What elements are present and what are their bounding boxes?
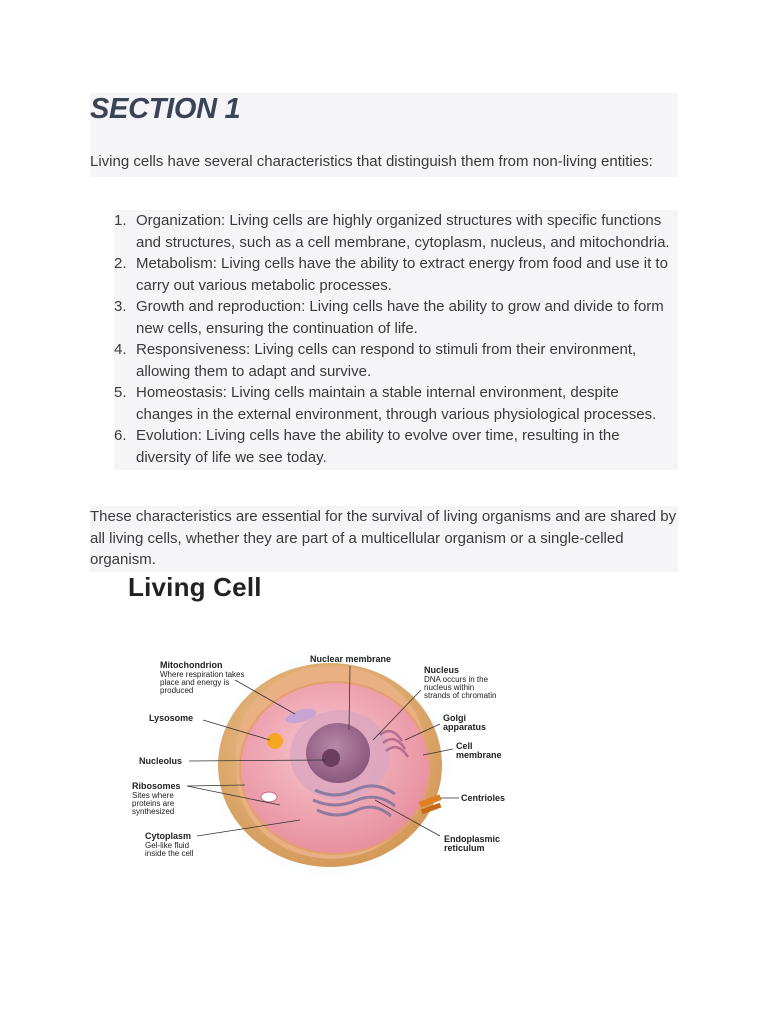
label-ribosomes-desc: proteins are bbox=[132, 799, 175, 808]
closing-block: These characteristics are essential for … bbox=[90, 506, 678, 572]
mitochondrion-shape bbox=[285, 708, 317, 724]
list-item-text: Homeostasis: Living cells maintain a sta… bbox=[136, 384, 657, 423]
list-item: 3. Growth and reproduction: Living cells … bbox=[114, 296, 678, 339]
diagram-title: Living Cell bbox=[128, 572, 262, 602]
list-item: 1. Organization: Living cells are highly … bbox=[114, 210, 678, 253]
label-nucleolus: Nucleolus bbox=[139, 756, 182, 766]
section-header: SECTION 1 Living cells have several char… bbox=[90, 93, 678, 177]
cell-diagram: Mitochondrion Where respiration takes pl… bbox=[132, 647, 505, 883]
diagram-labels: Mitochondrion Where respiration takes pl… bbox=[132, 654, 505, 858]
label-cytoplasm-desc: inside the cell bbox=[145, 849, 194, 858]
label-nucleus: Nucleus bbox=[424, 665, 459, 675]
label-er: Endoplasmic bbox=[444, 834, 500, 844]
label-centrioles: Centrioles bbox=[461, 793, 505, 803]
label-cell-membrane: membrane bbox=[456, 750, 502, 760]
centrioles-shape bbox=[418, 794, 442, 808]
list-item-number: 6. bbox=[114, 427, 127, 444]
label-ribosomes-desc: synthesized bbox=[132, 807, 174, 816]
label-cytoplasm: Cytoplasm bbox=[145, 831, 191, 841]
label-nucleus-desc: strands of chromatin bbox=[424, 691, 496, 700]
list-item: 6. Evolution: Living cells have the abili… bbox=[114, 425, 678, 468]
label-cytoplasm-desc: Gel-like fluid bbox=[145, 841, 189, 850]
label-er: reticulum bbox=[444, 843, 485, 853]
label-nucleus-desc: nucleus within bbox=[424, 683, 474, 692]
list-item-number: 3. bbox=[114, 298, 127, 315]
list-item-number: 4. bbox=[114, 341, 127, 358]
list-item: 4. Responsiveness: Living cells can respo… bbox=[114, 339, 678, 382]
list-item-text: Organization: Living cells are highly or… bbox=[136, 212, 670, 251]
cell-illustration bbox=[200, 647, 460, 883]
label-cell-membrane: Cell bbox=[456, 741, 473, 751]
list-item-number: 1. bbox=[114, 212, 127, 229]
list-item-text: Growth and reproduction: Living cells ha… bbox=[136, 298, 664, 337]
label-mitochondrion-desc: Where respiration takes bbox=[160, 670, 244, 679]
list-item-text: Responsiveness: Living cells can respond… bbox=[136, 341, 637, 380]
label-lysosome: Lysosome bbox=[149, 713, 193, 723]
list-item-text: Metabolism: Living cells have the abilit… bbox=[136, 255, 668, 294]
lysosome-shape bbox=[267, 733, 283, 749]
list-item-number: 2. bbox=[114, 255, 127, 272]
label-golgi: Golgi bbox=[443, 713, 466, 723]
list-item: 2. Metabolism: Living cells have the abil… bbox=[114, 253, 678, 296]
intro-paragraph: Living cells have several characteristic… bbox=[90, 153, 653, 170]
list-item: 5. Homeostasis: Living cells maintain a s… bbox=[114, 382, 678, 425]
section-title: SECTION 1 bbox=[90, 93, 241, 125]
label-mitochondrion-desc: produced bbox=[160, 686, 193, 695]
list-item-number: 5. bbox=[114, 384, 127, 401]
label-ribosomes: Ribosomes bbox=[132, 781, 181, 791]
characteristics-list-block: 1. Organization: Living cells are highly … bbox=[114, 210, 678, 470]
label-nucleus-desc: DNA occurs in the bbox=[424, 675, 489, 684]
label-leader-lines bbox=[186, 665, 459, 837]
list-item-text: Evolution: Living cells have the ability… bbox=[136, 427, 620, 466]
label-mitochondrion-desc: place and energy is bbox=[160, 678, 229, 687]
label-golgi: apparatus bbox=[443, 722, 486, 732]
label-mitochondrion: Mitochondrion bbox=[160, 660, 223, 670]
closing-paragraph: These characteristics are essential for … bbox=[90, 508, 677, 568]
label-nuclear-membrane: Nuclear membrane bbox=[310, 654, 391, 664]
characteristics-list: 1. Organization: Living cells are highly … bbox=[114, 210, 678, 468]
label-ribosomes-desc: Sites where bbox=[132, 791, 174, 800]
